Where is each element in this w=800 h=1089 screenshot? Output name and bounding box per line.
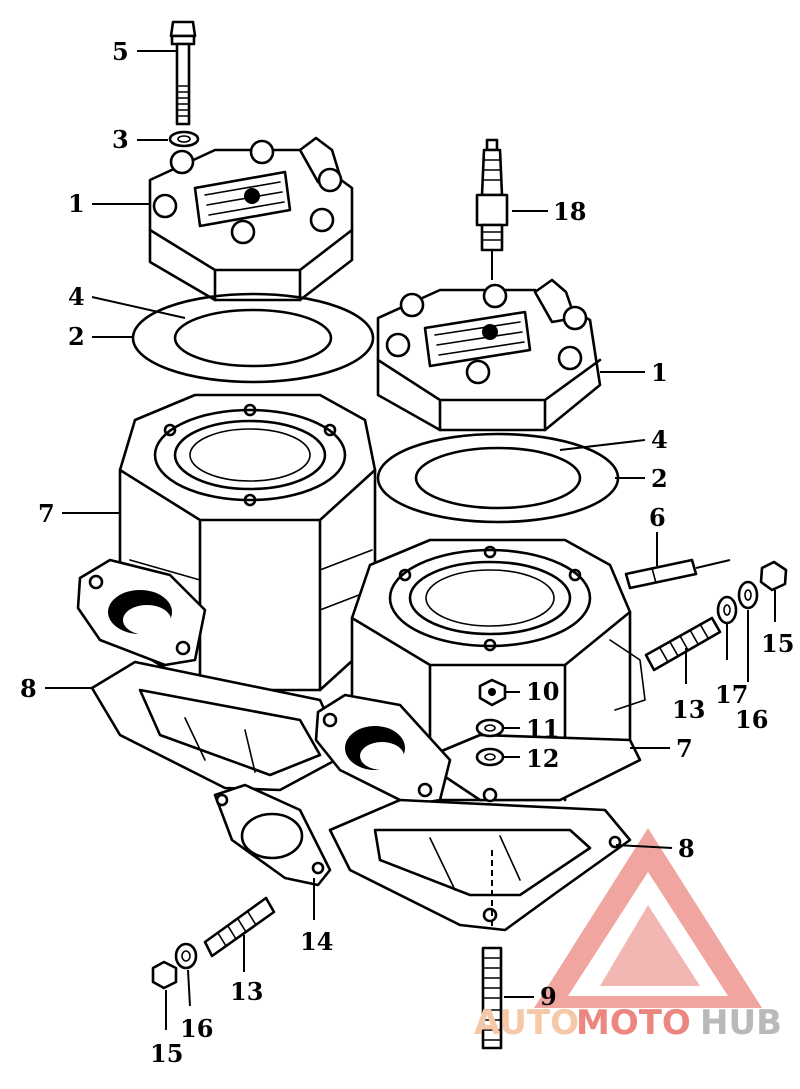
callout-1-right: 1 bbox=[651, 358, 668, 387]
cylinder-left bbox=[76, 393, 377, 692]
callout-7-right: 7 bbox=[676, 734, 693, 763]
callout-5: 5 bbox=[112, 37, 129, 66]
callout-4-right: 4 bbox=[651, 425, 668, 454]
callout-12: 12 bbox=[526, 744, 559, 773]
callout-9: 9 bbox=[540, 982, 557, 1011]
washer-16 bbox=[737, 580, 759, 610]
callout-14: 14 bbox=[300, 927, 333, 956]
callout-13-right: 13 bbox=[672, 695, 705, 724]
nut-15 bbox=[759, 560, 788, 592]
watermark-moto: MOTO bbox=[576, 1003, 691, 1043]
base-gasket-left bbox=[90, 660, 347, 792]
head-bolt bbox=[169, 20, 197, 126]
spark-plug bbox=[475, 138, 509, 280]
callout-1: 1 bbox=[68, 189, 85, 218]
base-gasket-right bbox=[328, 798, 632, 932]
callout-2: 2 bbox=[68, 322, 85, 351]
callout-labels: 5 3 1 4 2 7 8 18 1 4 2 6 15 16 17 13 10 … bbox=[20, 37, 794, 1068]
cylinder-head-left bbox=[148, 136, 354, 302]
dowel-pin bbox=[624, 558, 731, 590]
callout-8: 8 bbox=[20, 674, 37, 703]
nut-15-left bbox=[151, 960, 178, 990]
nut-and-washers bbox=[475, 678, 507, 767]
head-gasket-left bbox=[131, 292, 375, 384]
watermark-hub: HUB bbox=[700, 1003, 782, 1043]
callout-6: 6 bbox=[649, 503, 666, 532]
callout-16-left: 16 bbox=[180, 1014, 213, 1043]
callout-15-right: 15 bbox=[761, 629, 794, 658]
stud-bottom bbox=[481, 946, 503, 1050]
callout-3: 3 bbox=[112, 125, 129, 154]
callout-8-right: 8 bbox=[678, 834, 695, 863]
callout-2-right: 2 bbox=[651, 464, 668, 493]
cylinder-right bbox=[314, 538, 646, 807]
callout-4: 4 bbox=[68, 282, 85, 311]
callout-7: 7 bbox=[38, 499, 55, 528]
washer-16-left bbox=[174, 942, 198, 970]
watermark-triangle-core bbox=[600, 905, 700, 986]
callout-18: 18 bbox=[553, 197, 586, 226]
callout-17: 17 bbox=[715, 680, 748, 709]
washer-17 bbox=[716, 595, 738, 625]
stud-right bbox=[644, 616, 722, 672]
callout-15-left: 15 bbox=[150, 1039, 183, 1068]
watermark-logo bbox=[534, 828, 762, 1008]
callout-10: 10 bbox=[526, 677, 559, 706]
watermark-text: AUTO MOTO HUB bbox=[474, 1003, 782, 1043]
callout-11: 11 bbox=[526, 714, 559, 743]
washer bbox=[168, 130, 200, 148]
stud-left bbox=[203, 896, 276, 958]
exhaust-gasket bbox=[213, 783, 332, 887]
leader-lines bbox=[45, 50, 776, 1030]
cylinder-head-right bbox=[376, 278, 602, 432]
callout-13-left: 13 bbox=[230, 977, 263, 1006]
callout-16-right: 16 bbox=[735, 705, 768, 734]
watermark-auto: AUTO bbox=[474, 1003, 579, 1043]
